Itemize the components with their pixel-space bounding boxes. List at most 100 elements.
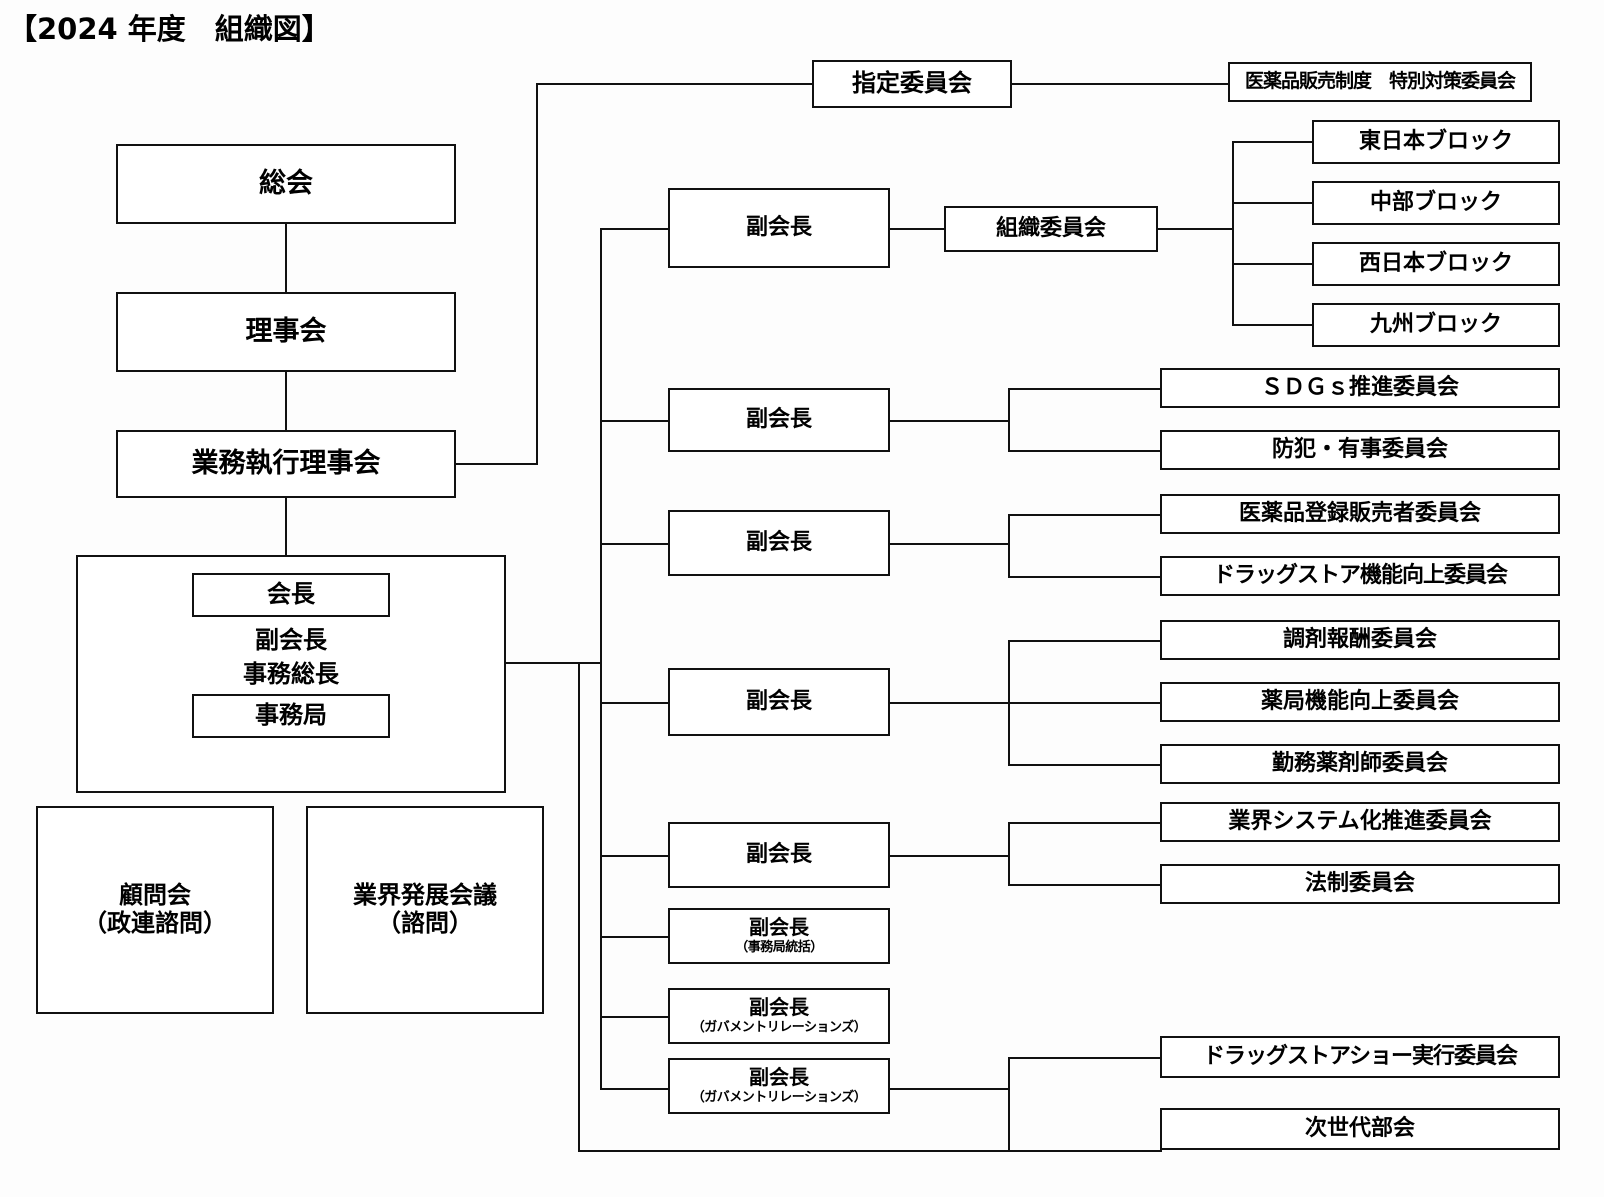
node-komonkai-label-line2: （政連諮問）: [83, 909, 227, 937]
node-vice-president-8-note: （ガバメントリレーションズ）: [691, 1090, 867, 1106]
connector-vp-trunk: [600, 228, 602, 1090]
connector-vp7-stub: [600, 1016, 670, 1018]
connector-vp1-stub: [600, 228, 670, 230]
node-committee-industry-system[interactable]: 業界システム化推進委員会: [1160, 802, 1560, 842]
node-president-group: 会長 副会長 事務総長 事務局: [76, 555, 506, 793]
node-vice-president-4-label: 副会長: [745, 689, 812, 715]
connector-block-west-japan: [1232, 263, 1314, 265]
connector-committee-drugstore-function: [1008, 576, 1162, 578]
node-block-chubu[interactable]: 中部ブロック: [1312, 181, 1560, 225]
connector-committee-industry-system: [1008, 822, 1162, 824]
node-block-west-japan-label: 西日本ブロック: [1358, 251, 1513, 277]
connector-committee-dispensing-fee: [1008, 640, 1162, 642]
connector-vp8-out: [890, 1088, 1010, 1090]
connector-vp5-stub: [600, 855, 670, 857]
node-vice-president-8-label: 副会長: [749, 1065, 809, 1090]
connector-outer-trunk-to-next-gen: [578, 1150, 1162, 1152]
node-committee-drugstore-function-label: ドラッグストア機能向上委員会: [1212, 563, 1508, 589]
node-block-kyushu[interactable]: 九州ブロック: [1312, 303, 1560, 347]
node-vice-president-1[interactable]: 副会長: [668, 188, 890, 268]
node-vice-president-6-label: 副会長: [749, 915, 809, 940]
node-committee-pharmacy-function[interactable]: 薬局機能向上委員会: [1160, 682, 1560, 722]
connector-vp3-out: [890, 543, 1010, 545]
connector-gyomu-president: [285, 498, 287, 555]
node-committee-drugstore-show[interactable]: ドラッグストアショー実行委員会: [1160, 1036, 1560, 1078]
node-rijikai[interactable]: 理事会: [116, 292, 456, 372]
node-iyakuhin-hanbai-seido[interactable]: 医薬品販売制度 特別対策委員会: [1228, 62, 1532, 102]
node-block-west-japan[interactable]: 西日本ブロック: [1312, 242, 1560, 286]
node-komonkai[interactable]: 顧問会 （政連諮問）: [36, 806, 274, 1014]
node-kaicho[interactable]: 会長: [192, 573, 390, 617]
connector-blocks-bracket-v: [1232, 142, 1234, 326]
node-fukukaicho-exec-label: 副会長: [255, 626, 327, 654]
node-committee-employed-pharmacist-label: 勤務薬剤師委員会: [1271, 751, 1448, 777]
node-vice-president-8[interactable]: 副会長 （ガバメントリレーションズ）: [668, 1058, 890, 1114]
node-committee-drugstore-show-label: ドラッグストアショー実行委員会: [1202, 1044, 1518, 1070]
node-kaicho-label: 会長: [267, 580, 315, 609]
node-vice-president-5-label: 副会長: [745, 842, 812, 868]
connector-vp3-bracket-v: [1008, 514, 1010, 578]
node-vice-president-7[interactable]: 副会長 （ガバメントリレーションズ）: [668, 988, 890, 1044]
node-vice-president-7-note: （ガバメントリレーションズ）: [691, 1020, 867, 1036]
connector-committee-sdgs: [1008, 388, 1162, 390]
connector-president-to-trunk: [506, 662, 602, 664]
connector-committee-registered-seller: [1008, 514, 1162, 516]
node-committee-crime-prevention[interactable]: 防犯・有事委員会: [1160, 430, 1560, 470]
node-shitei-iinkai[interactable]: 指定委員会: [812, 60, 1012, 108]
node-rijikai-label: 理事会: [245, 316, 327, 348]
connector-vp2-bracket-v: [1008, 388, 1010, 452]
node-vice-president-4[interactable]: 副会長: [668, 668, 890, 736]
connector-committee-next-generation: [1008, 1150, 1162, 1152]
node-vice-president-2-label: 副会長: [745, 407, 812, 433]
node-vice-president-3-label: 副会長: [745, 530, 812, 556]
node-vice-president-6[interactable]: 副会長 （事務局統括）: [668, 908, 890, 964]
connector-bottom-bracket-v: [1008, 1057, 1010, 1151]
node-komonkai-label-line1: 顧問会: [119, 881, 191, 910]
node-committee-registered-seller[interactable]: 医薬品登録販売者委員会: [1160, 494, 1560, 534]
node-committee-next-generation[interactable]: 次世代部会: [1160, 1108, 1560, 1150]
node-committee-sdgs[interactable]: ＳＤＧｓ推進委員会: [1160, 368, 1560, 408]
connector-committee-pharmacy-function: [1008, 702, 1162, 704]
node-committee-industry-system-label: 業界システム化推進委員会: [1228, 809, 1492, 835]
node-gyomu-shikko-rijikai[interactable]: 業務執行理事会: [116, 430, 456, 498]
node-shitei-iinkai-label: 指定委員会: [852, 69, 972, 98]
node-iyakuhin-hanbai-seido-label: 医薬品販売制度 特別対策委員会: [1244, 70, 1516, 93]
node-committee-next-generation-label: 次世代部会: [1304, 1116, 1415, 1142]
connector-vp6-stub: [600, 936, 670, 938]
connector-shitei-to-iyakuhin: [1012, 83, 1230, 85]
node-block-east-japan-label: 東日本ブロック: [1358, 129, 1513, 155]
node-gyokai-hatten-kaigi[interactable]: 業界発展会議 （諮問）: [306, 806, 544, 1014]
node-block-east-japan[interactable]: 東日本ブロック: [1312, 120, 1560, 164]
node-committee-legislation[interactable]: 法制委員会: [1160, 864, 1560, 904]
page-title: 【2024 年度 組織図】: [8, 12, 331, 46]
node-jimusocho-label: 事務総長: [243, 659, 339, 688]
node-committee-drugstore-function[interactable]: ドラッグストア機能向上委員会: [1160, 556, 1560, 596]
node-gyokai-hatten-kaigi-label-line2: （諮問）: [377, 909, 473, 937]
node-committee-crime-prevention-label: 防犯・有事委員会: [1271, 437, 1448, 463]
node-soukai-label: 総会: [259, 168, 313, 200]
node-vice-president-3[interactable]: 副会長: [668, 510, 890, 576]
node-vice-president-5[interactable]: 副会長: [668, 822, 890, 888]
connector-vp4-stub: [600, 702, 670, 704]
node-soshiki-iinkai[interactable]: 組織委員会: [944, 206, 1158, 252]
node-committee-pharmacy-function-label: 薬局機能向上委員会: [1260, 689, 1459, 715]
node-gyomu-shikko-rijikai-label: 業務執行理事会: [191, 448, 381, 480]
node-gyokai-hatten-kaigi-label-line1: 業界発展会議: [353, 881, 497, 910]
node-jimukyoku-label: 事務局: [255, 701, 327, 730]
node-block-kyushu-label: 九州ブロック: [1369, 312, 1502, 338]
node-vice-president-6-note: （事務局統括）: [735, 940, 823, 956]
node-jimukyoku[interactable]: 事務局: [192, 694, 390, 739]
node-soukai[interactable]: 総会: [116, 144, 456, 224]
connector-vp1-to-soshiki: [890, 228, 946, 230]
node-committee-employed-pharmacist[interactable]: 勤務薬剤師委員会: [1160, 744, 1560, 784]
node-block-chubu-label: 中部ブロック: [1369, 190, 1502, 216]
connector-committee-legislation: [1008, 884, 1162, 886]
node-committee-dispensing-fee[interactable]: 調剤報酬委員会: [1160, 620, 1560, 660]
connector-vp3-stub: [600, 543, 670, 545]
connector-committee-employed-pharmacist: [1008, 764, 1162, 766]
connector-soshiki-out: [1158, 228, 1234, 230]
node-committee-dispensing-fee-label: 調剤報酬委員会: [1282, 627, 1437, 653]
node-vice-president-2[interactable]: 副会長: [668, 388, 890, 452]
node-committee-registered-seller-label: 医薬品登録販売者委員会: [1238, 501, 1481, 527]
